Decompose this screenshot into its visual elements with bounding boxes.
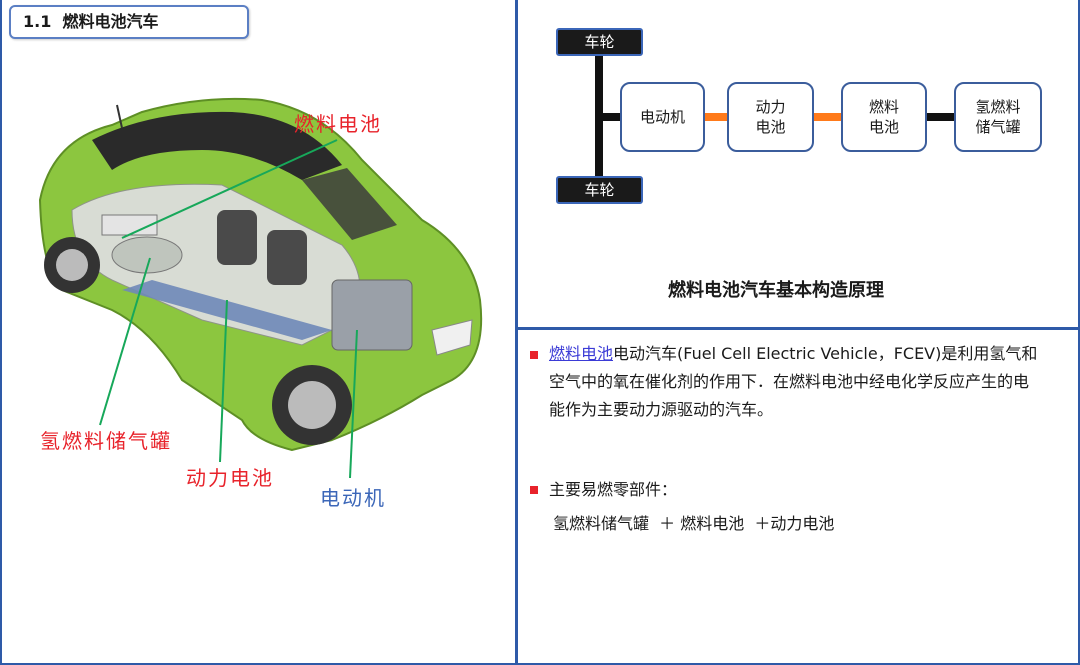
car-roof — [92, 111, 342, 180]
description-line-3: 能作为主要动力源驱动的汽车。 — [549, 400, 774, 419]
section-title-text: 燃料电池汽车 — [62, 12, 159, 31]
seat — [217, 210, 257, 265]
wheel-rim — [56, 249, 88, 281]
label-hydrogen-tank: 氢燃料储气罐 — [40, 429, 172, 453]
diagram-panel: 车轮 车轮 电动机 动力 电池 燃料 电池 氢燃料 储气罐 燃料电池汽车基本构造… — [518, 0, 1080, 330]
diagram-fuel-cell: 燃料 电池 — [841, 82, 927, 152]
motor-leader — [349, 329, 358, 479]
hydrogen-tank-shape — [111, 236, 183, 274]
battery-leader — [219, 299, 228, 463]
tank-leader — [99, 257, 151, 426]
fuel-cell-leader — [121, 139, 338, 239]
diagram-hydrogen-tank: 氢燃料 储气罐 — [954, 82, 1042, 152]
description-line-1: 燃料电池电动汽车(Fuel Cell Electric Vehicle，FCEV… — [549, 340, 1069, 368]
components-heading: 主要易燃零部件： — [549, 480, 678, 499]
fuel-cell-link[interactable]: 燃料电池 — [549, 344, 614, 363]
diagram-connectors — [595, 56, 954, 176]
wheel-rim — [288, 381, 336, 429]
diagram-fuel-cell-label: 燃料 电池 — [868, 98, 899, 136]
left-panel: 1.1 燃料电池汽车 燃料电池 氢燃料储气罐 动力电池 — [0, 0, 518, 665]
diagram-power-battery-label: 动力 电池 — [755, 98, 786, 136]
label-motor: 电动机 — [320, 486, 386, 510]
antenna — [116, 104, 123, 129]
diagram-wheel-top: 车轮 — [556, 28, 643, 56]
bullet-marker — [530, 351, 538, 359]
description-line-2: 空气中的氧在催化剂的作用下．在燃料电池中经电化学反应产生的电 — [549, 372, 1030, 391]
diagram-motor: 电动机 — [620, 82, 705, 152]
diagram-hydrogen-tank-label: 氢燃料 储气罐 — [975, 98, 1021, 136]
text-panel: 燃料电池电动汽车(Fuel Cell Electric Vehicle，FCEV… — [518, 330, 1080, 665]
components-items: 氢燃料储气罐 ＋ 燃料电池 ＋动力电池 — [553, 514, 835, 533]
label-power-battery: 动力电池 — [186, 466, 274, 490]
diagram-motor-label: 电动机 — [639, 108, 685, 126]
seat — [267, 230, 307, 285]
label-fuel-cell: 燃料电池 — [294, 112, 382, 136]
windshield — [302, 168, 397, 240]
section-number: 1.1 — [23, 12, 52, 31]
car-illustration — [38, 97, 483, 479]
diagram-power-battery: 动力 电池 — [727, 82, 814, 152]
headlight — [431, 319, 473, 356]
section-title: 1.1 燃料电池汽车 — [9, 5, 249, 39]
diagram-caption: 燃料电池汽车基本构造原理 — [668, 280, 884, 301]
description-line-1-rest: 电动汽车(Fuel Cell Electric Vehicle，FCEV)是利用… — [613, 344, 1038, 363]
bullet-marker — [530, 486, 538, 494]
fcev-description: 燃料电池电动汽车(Fuel Cell Electric Vehicle，FCEV… — [549, 340, 1069, 424]
diagram-wheel-bottom: 车轮 — [556, 176, 643, 204]
engine-bay — [331, 279, 413, 351]
